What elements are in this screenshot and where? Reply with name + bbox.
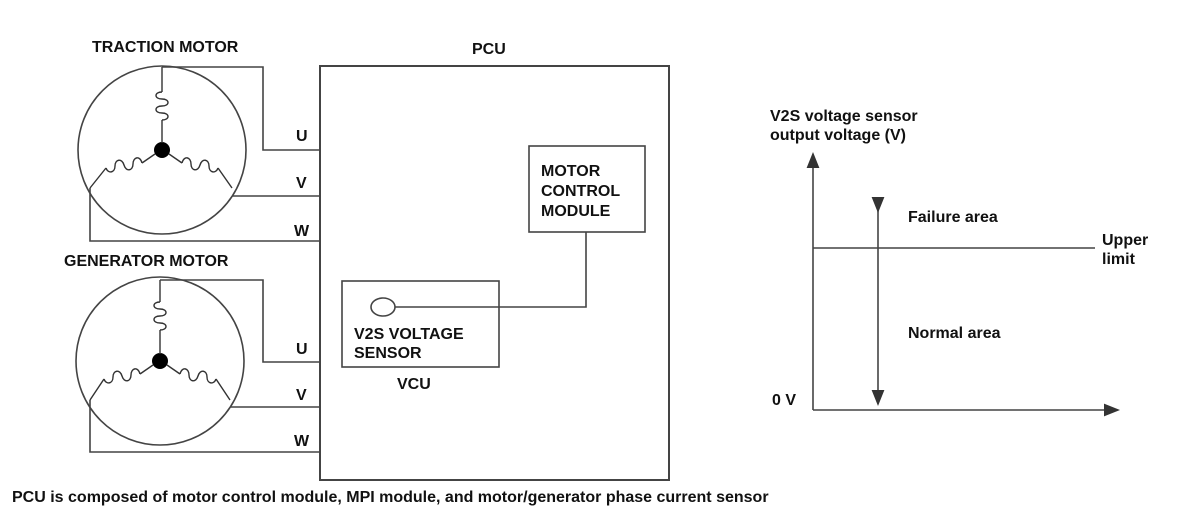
graph-y-axis-label-line1: V2S voltage sensor [770,108,918,125]
generator-winding-left [89,364,154,401]
v2s-sensor-label-line1: V2S VOLTAGE [354,326,464,343]
traction-terminal-u: U [296,128,308,145]
sensor-to-mcm-wire [395,232,587,308]
pcu-label: PCU [472,41,506,58]
traction-motor-neutral-point [154,142,170,158]
motor-control-module-line2: CONTROL [541,183,620,200]
generator-motor-neutral-point [152,353,168,369]
motor-control-module-line1: MOTOR [541,163,601,180]
diagram-caption: PCU is composed of motor control module,… [12,489,769,506]
traction-wiring [89,66,320,242]
generator-terminal-u: U [296,341,308,358]
graph-upper-limit-label-line2: limit [1102,251,1136,268]
pcu-box [319,65,670,481]
graph-y-axis-label-line2: output voltage (V) [770,127,906,144]
generator-winding-top [153,280,167,354]
vcu-label: VCU [397,376,431,393]
traction-winding-top [155,67,169,143]
generator-terminal-v: V [296,387,307,404]
traction-winding-left [89,153,156,189]
generator-winding-right [166,364,231,401]
v2s-sensor-label-line2: SENSOR [354,345,422,362]
traction-motor-circle [77,65,247,235]
vcu-box [341,280,500,368]
generator-motor-circle [75,276,245,446]
motor-control-module-box [528,145,646,233]
voltage-graph: V2S voltage sensor output voltage (V) 0 … [770,108,1148,417]
v2s-sensor-icon [370,297,396,317]
traction-motor-label: TRACTION MOTOR [92,39,239,56]
generator-motor-label: GENERATOR MOTOR [64,253,229,270]
motor-control-module-line3: MODULE [541,203,611,220]
graph-zero-label: 0 V [772,392,796,409]
generator-motor: GENERATOR MOTOR [64,253,245,446]
traction-winding-right [168,153,233,189]
traction-terminal-w: W [294,223,310,240]
generator-terminal-w: W [294,433,310,450]
graph-normal-area-label: Normal area [908,325,1001,342]
graph-failure-area-label: Failure area [908,209,998,226]
graph-upper-limit-label-line1: Upper [1102,232,1148,249]
traction-motor: TRACTION MOTOR [77,39,247,235]
traction-terminal-v: V [296,175,307,192]
generator-wiring [89,279,320,453]
